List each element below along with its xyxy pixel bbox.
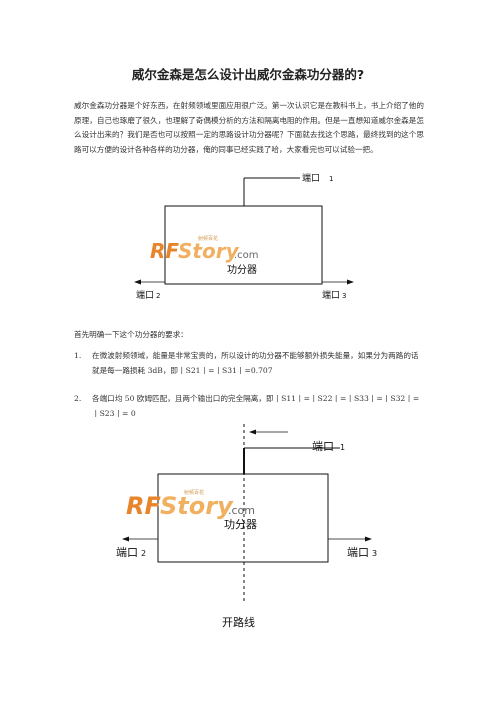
svg-text:3: 3	[342, 292, 346, 300]
svg-text:.com: .com	[234, 250, 259, 261]
rfstory-watermark-1: RF Story .com 射频百花	[150, 235, 259, 263]
svg-text:3: 3	[372, 549, 377, 558]
svg-text:RF: RF	[126, 492, 161, 520]
port2-label-2: 端口	[116, 546, 138, 559]
svg-text:RF: RF	[150, 239, 179, 263]
svg-text:Story: Story	[178, 239, 240, 263]
svg-text:1: 1	[329, 175, 333, 183]
svg-text:1: 1	[340, 443, 345, 452]
port3-label-2: 端口	[347, 546, 369, 559]
port1-label-1: 端口	[302, 172, 320, 184]
requirements-intro: 首先明确一下这个功分器的要求：	[74, 330, 188, 339]
divider-box	[157, 473, 329, 563]
port1-label-2: 端口	[312, 440, 334, 453]
svg-text:射频百花: 射频百花	[184, 489, 204, 496]
box-label-2: 功分器	[224, 518, 257, 531]
divider-box	[164, 205, 323, 285]
svg-text:2: 2	[141, 549, 146, 558]
open-line-label: 开路线	[222, 615, 255, 629]
article-title: 威尔金森是怎么设计出威尔金森功分器的?	[131, 67, 365, 82]
svg-text:2: 2	[156, 292, 160, 300]
rfstory-watermark-2: RF Story .com 射频百花	[126, 489, 255, 520]
port3-label-1: 端口	[322, 289, 340, 301]
svg-text:.com: .com	[228, 504, 255, 517]
port2-label-1: 端口	[136, 289, 154, 301]
box-label-1: 功分器	[227, 264, 257, 276]
intro-paragraph: 威尔金森功分器是个好东西，在射频领域里面应用很广泛。第一次认识它是在教科书上，书…	[74, 101, 424, 154]
svg-text:射频百花: 射频百花	[198, 235, 218, 242]
svg-text:Story: Story	[160, 492, 234, 520]
